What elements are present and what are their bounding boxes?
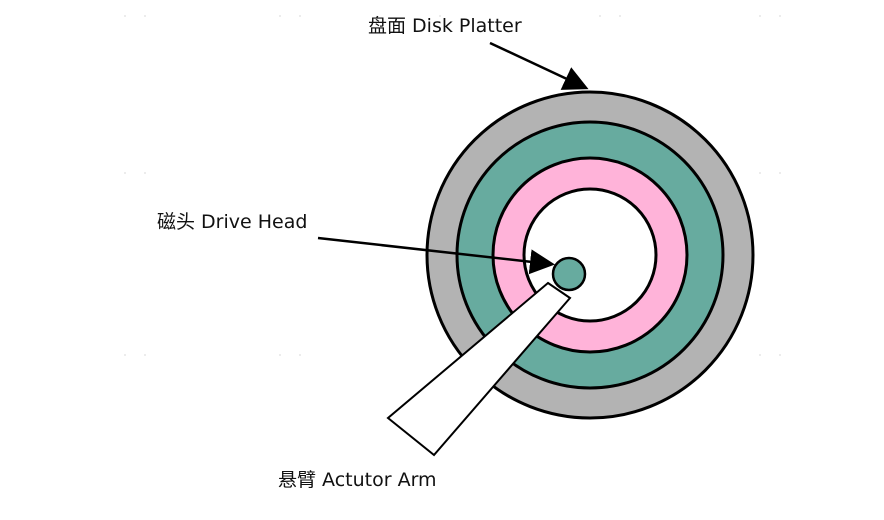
drive-head xyxy=(551,256,587,292)
bg-dot xyxy=(299,15,301,17)
bg-dot xyxy=(279,354,281,356)
drive-head-label: 磁头 Drive Head xyxy=(157,211,308,233)
actuator-arm-label: 悬臂 Actutor Arm xyxy=(278,469,437,491)
bg-dot xyxy=(144,172,146,174)
bg-dot xyxy=(599,15,601,17)
bg-dot xyxy=(779,354,781,356)
bg-dot xyxy=(124,15,126,17)
bg-dot xyxy=(144,15,146,17)
bg-dot xyxy=(759,172,761,174)
platter-arrow xyxy=(489,41,589,90)
bg-dot xyxy=(124,172,126,174)
background-dots xyxy=(124,15,781,356)
bg-dot xyxy=(279,15,281,17)
bg-dot xyxy=(439,15,441,17)
disk-platter-label: 盘面 Disk Platter xyxy=(368,15,522,37)
bg-dot xyxy=(619,15,621,17)
bg-dot xyxy=(144,354,146,356)
bg-dot xyxy=(124,354,126,356)
bg-dot xyxy=(779,15,781,17)
bg-dot xyxy=(759,15,761,17)
actuator-arm xyxy=(386,281,572,457)
bg-dot xyxy=(299,354,301,356)
bg-dot xyxy=(759,354,761,356)
head-arrow xyxy=(317,236,555,275)
bg-dot xyxy=(779,172,781,174)
